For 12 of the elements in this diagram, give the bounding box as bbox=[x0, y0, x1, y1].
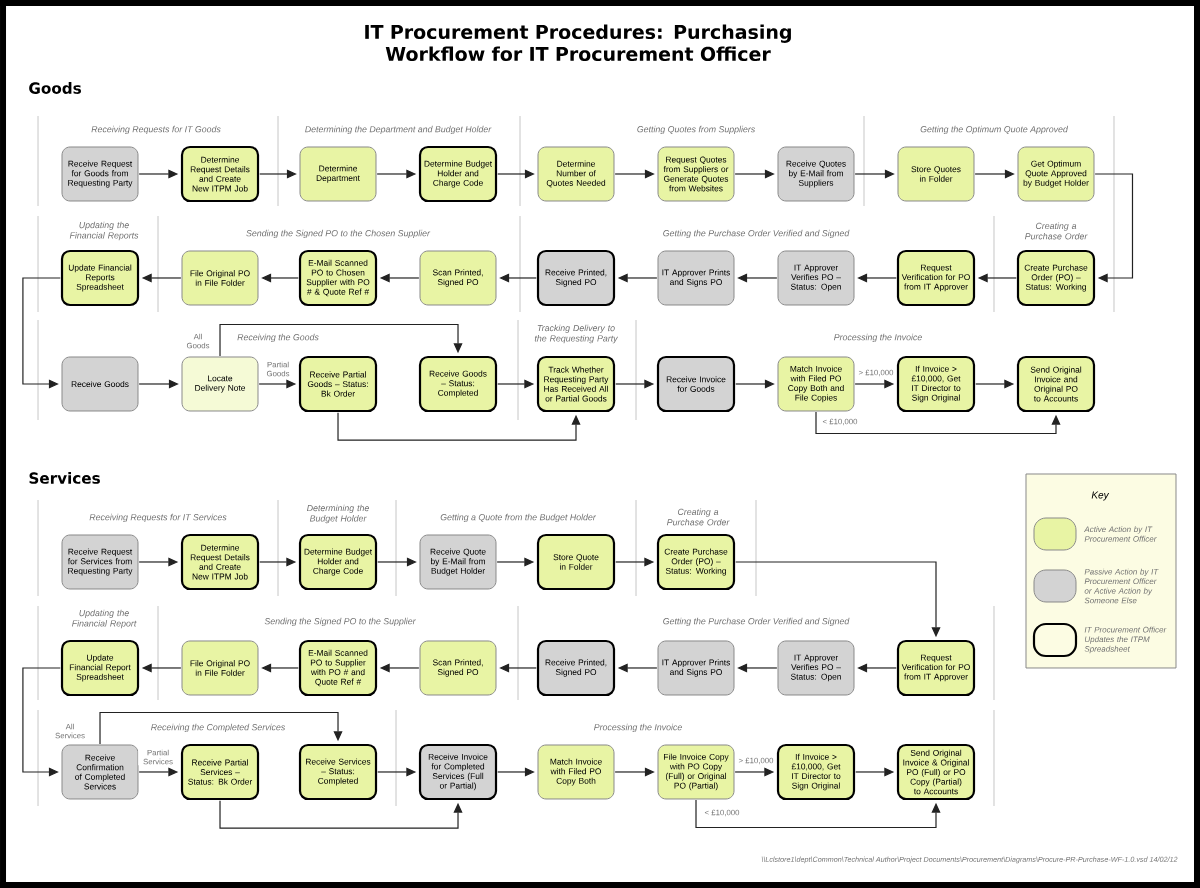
arrow bbox=[337, 412, 581, 441]
arrow bbox=[99, 711, 343, 745]
arrow bbox=[22, 667, 61, 777]
arrow bbox=[695, 799, 941, 829]
arrow bbox=[815, 411, 1061, 435]
arrow bbox=[219, 800, 463, 829]
arrow bbox=[1094, 173, 1134, 283]
arrow bbox=[219, 323, 463, 357]
arrow bbox=[259, 169, 297, 179]
arrow bbox=[22, 277, 61, 389]
arrow bbox=[377, 557, 417, 567]
title: IT Procurement Procedures: Purchasing Workflow for IT Procurement Officer bbox=[365, 24, 791, 62]
